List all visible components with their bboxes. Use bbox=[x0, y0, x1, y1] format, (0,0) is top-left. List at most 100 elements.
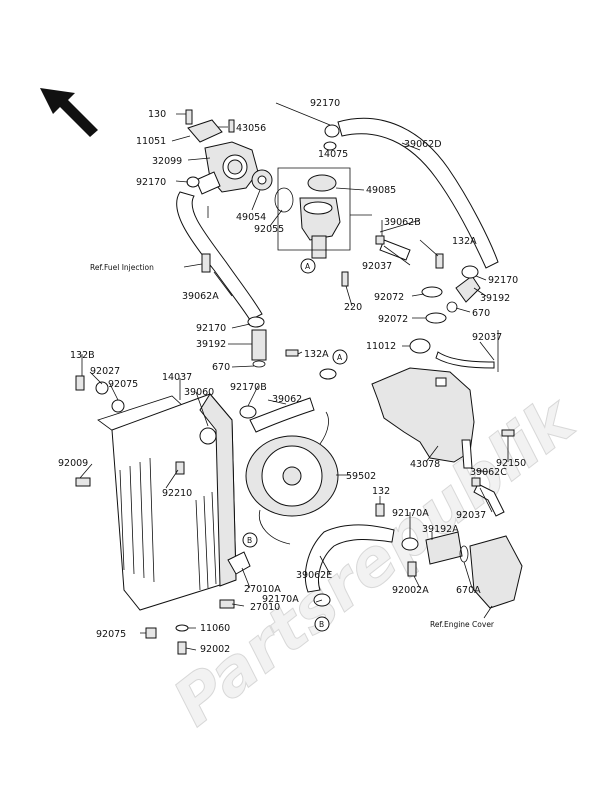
label-92009: 92009 bbox=[58, 458, 88, 469]
callout-A-upper: A bbox=[305, 262, 311, 271]
label-27010A: 27010A bbox=[244, 584, 281, 595]
tank-breather-hose bbox=[435, 351, 495, 369]
hose-39062-mid bbox=[249, 397, 315, 433]
bolt-92150 bbox=[501, 429, 515, 437]
label-92002: 92002 bbox=[200, 644, 230, 655]
ref-engine-cover-label: Ref.Engine Cover bbox=[430, 620, 495, 629]
thermostat-center bbox=[257, 175, 267, 185]
ref-fuel-injection-label: Ref.Fuel Injection bbox=[90, 263, 154, 272]
dashed-guide-upper bbox=[207, 206, 499, 372]
label-14037: 14037 bbox=[162, 372, 192, 383]
radiator-inlet bbox=[199, 427, 217, 445]
label-49054: 49054 bbox=[236, 212, 266, 223]
radiator-tank-side bbox=[199, 393, 237, 587]
label-39192A: 39192A bbox=[422, 524, 459, 535]
label-92075-low: 92075 bbox=[96, 629, 126, 640]
clamp-92170B bbox=[239, 405, 257, 419]
label-92072-b: 92072 bbox=[378, 314, 408, 325]
filler-neck-outlet bbox=[311, 235, 327, 259]
ref-engine-cover-leader bbox=[483, 605, 493, 619]
bolt-132B bbox=[75, 375, 85, 391]
o-ring-92055 bbox=[274, 187, 294, 213]
clamp-92170-right bbox=[461, 265, 479, 279]
collar-92075-top bbox=[111, 399, 125, 413]
label-132A-top: 132A bbox=[452, 236, 477, 247]
fan-hub bbox=[282, 466, 302, 486]
label-92170-top: 92170 bbox=[310, 98, 340, 109]
fuel-injection-sensor bbox=[201, 253, 211, 273]
label-130: 130 bbox=[148, 109, 166, 120]
housing-bracket bbox=[187, 119, 223, 143]
thermostat-housing-port-inner bbox=[227, 159, 243, 175]
clamp-14075 bbox=[323, 141, 337, 151]
label-670-mid: 670 bbox=[212, 362, 230, 373]
clamp-92170B-ring bbox=[319, 368, 337, 380]
engine-cover bbox=[469, 535, 523, 609]
label-11012: 11012 bbox=[366, 341, 396, 352]
bolt-43056 bbox=[228, 119, 235, 133]
label-92002A: 92002A bbox=[392, 585, 429, 596]
label-92037-low: 92037 bbox=[456, 510, 486, 521]
label-92170B: 92170B bbox=[230, 382, 267, 393]
label-39192-right: 39192 bbox=[480, 293, 510, 304]
label-49085: 49085 bbox=[366, 185, 396, 196]
fan-switch-27010A bbox=[227, 551, 251, 575]
label-220: 220 bbox=[344, 302, 362, 313]
collar-92075-low bbox=[145, 627, 157, 639]
hose-short-upper bbox=[195, 171, 221, 195]
label-670A: 670A bbox=[456, 585, 481, 596]
clamp-92170-upper-left bbox=[186, 176, 200, 188]
bolt-92002 bbox=[177, 641, 187, 655]
reserve-tank-cap-11012 bbox=[409, 338, 431, 354]
hose-39062C bbox=[461, 439, 473, 469]
fan-wire bbox=[258, 411, 329, 545]
gasket-92072-b bbox=[425, 312, 447, 324]
callout-B-upper: B bbox=[247, 536, 252, 545]
leader-lines bbox=[79, 102, 509, 651]
clamp-92170A-right bbox=[401, 537, 419, 551]
clip-92037-low bbox=[471, 477, 481, 487]
fitting-39192-mid bbox=[251, 329, 267, 361]
label-14075: 14075 bbox=[318, 149, 348, 160]
fitting-39192A bbox=[425, 531, 463, 565]
label-92055: 92055 bbox=[254, 224, 284, 235]
callout-A-lower-circle bbox=[332, 349, 348, 365]
radiator-fins-left bbox=[119, 457, 155, 583]
label-39062E: 39062E bbox=[296, 570, 332, 581]
radiator-cap bbox=[307, 174, 337, 192]
callout-B-lower: B bbox=[319, 620, 324, 629]
bolt-130 bbox=[185, 109, 193, 125]
label-92037-top: 92037 bbox=[362, 261, 392, 272]
radiator-fins-right bbox=[195, 487, 225, 591]
label-670-right: 670 bbox=[472, 308, 490, 319]
hose-39062B bbox=[379, 239, 411, 261]
label-43056: 43056 bbox=[236, 123, 266, 134]
label-132A-mid: 132A bbox=[304, 349, 329, 360]
fitting-39192-right bbox=[455, 275, 481, 303]
label-39062D: 39062D bbox=[404, 139, 442, 150]
label-32099: 32099 bbox=[152, 156, 182, 167]
label-92170-upper-left: 92170 bbox=[136, 177, 166, 188]
callout-B-upper-circle bbox=[242, 532, 258, 548]
ref-fuel-injection-leader bbox=[183, 263, 203, 268]
label-59502: 59502 bbox=[346, 471, 376, 482]
label-92170-mid: 92170 bbox=[196, 323, 226, 334]
bolt-132 bbox=[375, 503, 385, 517]
tank-fitting bbox=[435, 377, 447, 387]
front-direction-arrow-icon bbox=[40, 88, 98, 137]
label-11051: 11051 bbox=[136, 136, 166, 147]
washer-11060 bbox=[175, 624, 189, 632]
bolt-220 bbox=[341, 271, 349, 287]
label-39062A: 39062A bbox=[182, 291, 219, 302]
label-92170A-right: 92170A bbox=[392, 508, 429, 519]
label-39192-mid: 39192 bbox=[196, 339, 226, 350]
o-ring-670-right bbox=[446, 301, 458, 313]
label-11060: 11060 bbox=[200, 623, 230, 634]
radiator-mount-92210 bbox=[175, 461, 185, 475]
hose-39062A bbox=[176, 191, 263, 321]
label-27010: 27010 bbox=[250, 602, 280, 613]
label-92027: 92027 bbox=[90, 366, 120, 377]
callout-A-upper-circle bbox=[300, 258, 316, 274]
hose-39062E bbox=[304, 524, 395, 593]
